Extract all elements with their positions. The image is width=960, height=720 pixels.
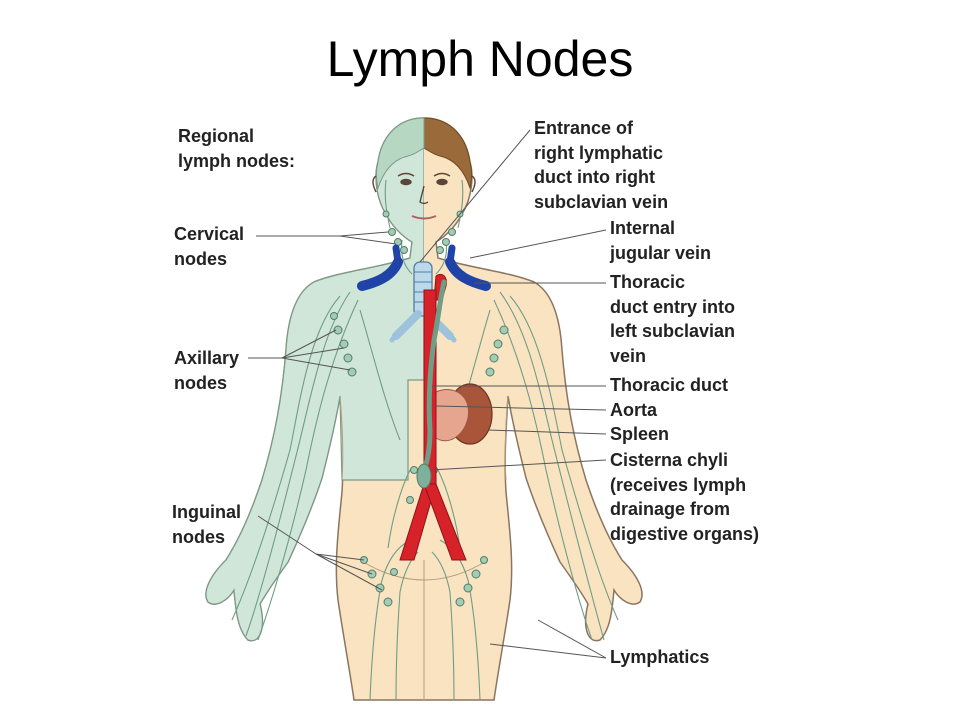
subclavian-veins <box>357 244 491 291</box>
cervical-nodes-label: Cervical nodes <box>174 224 245 269</box>
cisterna-chyli-label: Cisterna chyli (receives lymph drainage … <box>610 450 760 544</box>
spleen-label: Spleen <box>610 424 670 444</box>
inguinal-nodes-label: Inguinal nodes <box>172 502 241 547</box>
hair-green <box>376 117 425 190</box>
thoracic-duct-entry-label: Thoracic duct entry into left subclavian… <box>610 272 736 366</box>
internal-jugular-vein-label: Internal jugular vein <box>610 218 712 263</box>
aorta-label: Aorta <box>610 400 658 420</box>
hair <box>423 117 472 190</box>
leader-lines <box>248 129 607 659</box>
thoracic-duct-label: Thoracic duct <box>610 375 729 395</box>
thoracic-duct <box>421 279 447 473</box>
slide-title: Lymph Nodes <box>326 31 634 87</box>
torso-lines <box>339 395 509 700</box>
cisterna-chyli <box>416 463 432 489</box>
axillary-nodes-label: Axillary nodes <box>174 348 240 393</box>
regional-lymph-nodes-heading-text: Regional lymph nodes: <box>178 126 296 171</box>
face <box>372 172 476 220</box>
lymphatics-label: Lymphatics <box>610 647 710 667</box>
right-lymphatic-duct-label: Entrance of right lymphatic duct into ri… <box>534 118 669 212</box>
stomach <box>435 389 470 442</box>
